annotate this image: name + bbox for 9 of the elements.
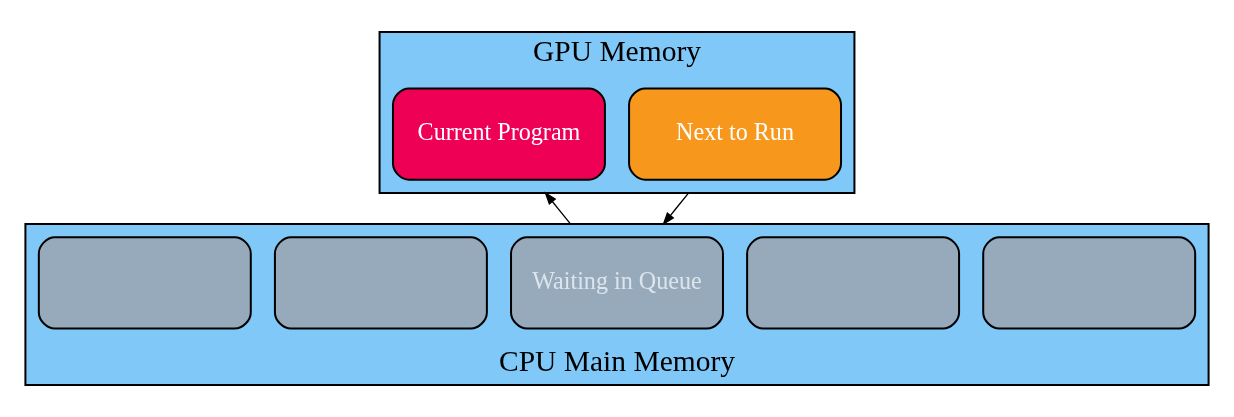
arrow [662, 192, 690, 226]
node-box: Current Program [391, 87, 606, 181]
node-box: Next to Run [628, 87, 843, 181]
node-box [273, 236, 488, 330]
node-box: Waiting in Queue [510, 236, 724, 330]
arrow [544, 191, 572, 225]
node-box [746, 236, 961, 330]
node-box [982, 236, 1197, 330]
node-box [37, 236, 252, 330]
